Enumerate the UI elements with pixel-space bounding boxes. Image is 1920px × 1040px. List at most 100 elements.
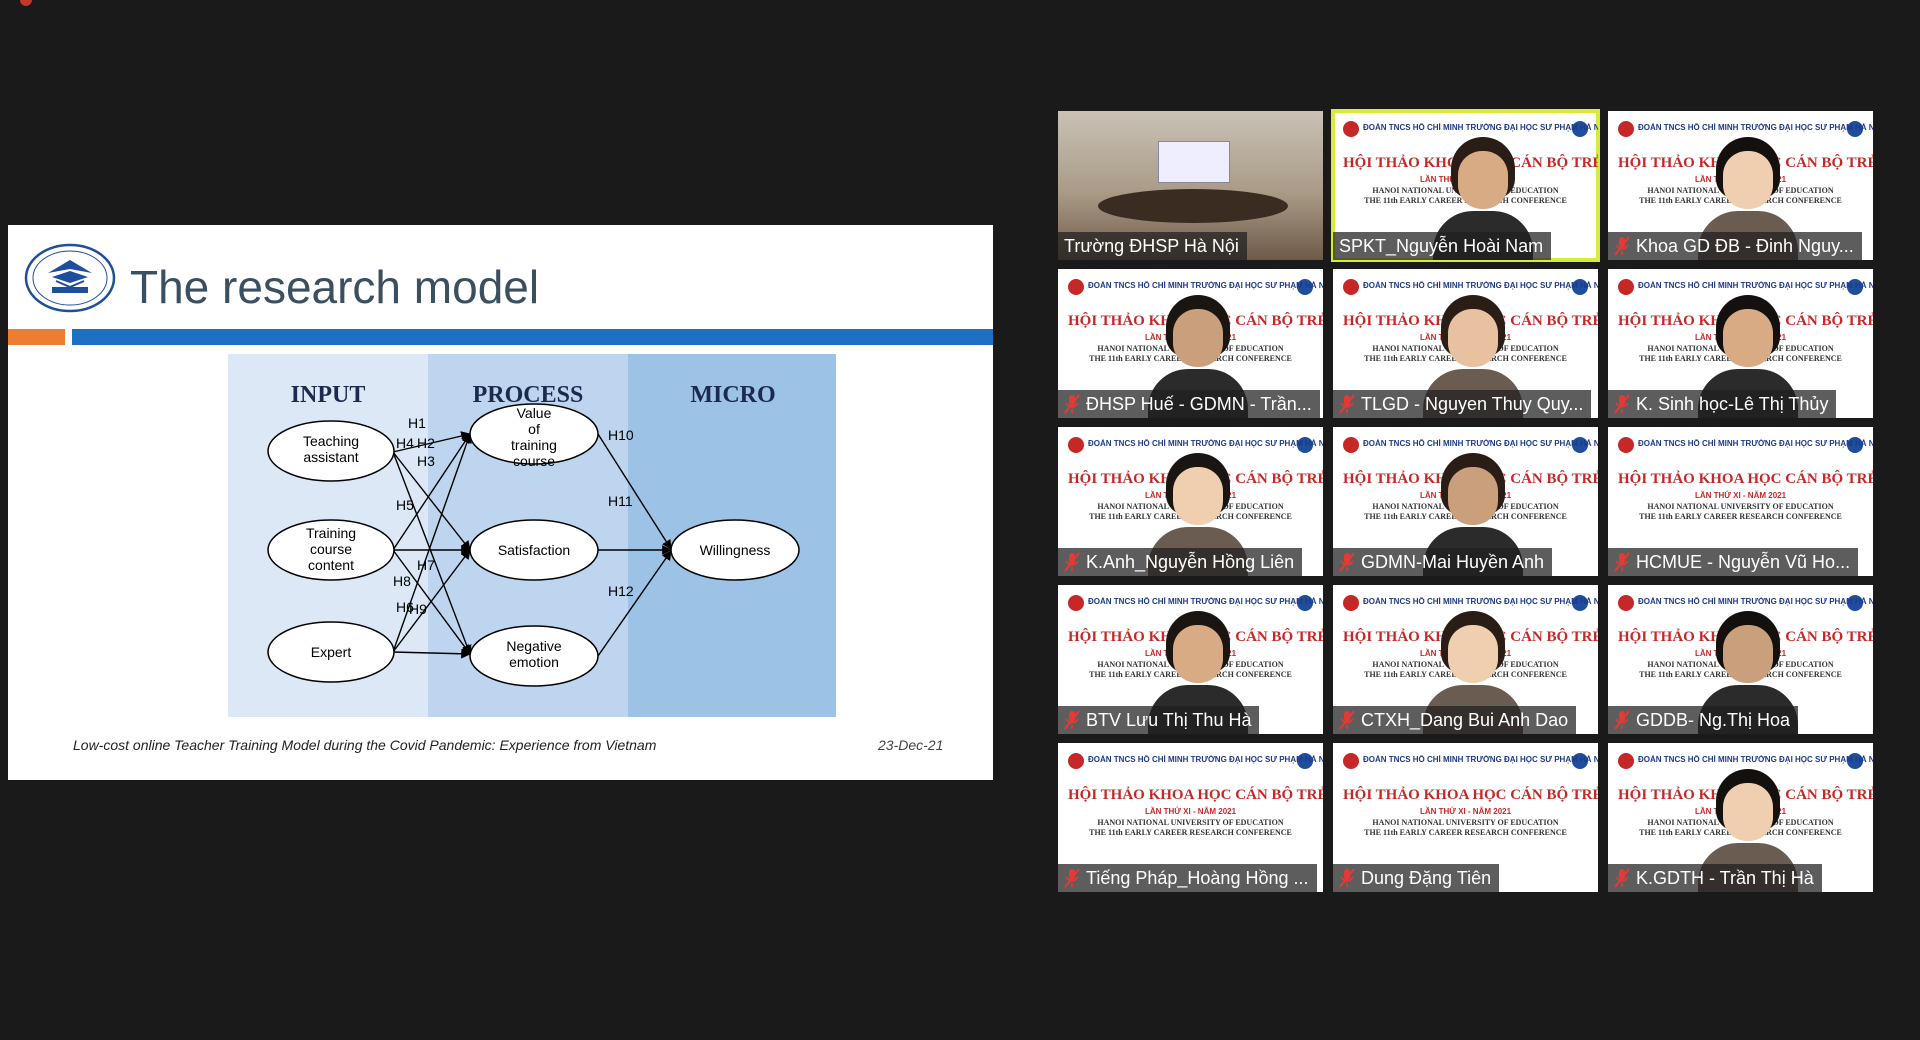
- node-satisfaction: [469, 519, 599, 581]
- participant-tile[interactable]: Trường ĐHSP Hà Nội: [1058, 111, 1323, 260]
- hypothesis-label: H12: [608, 583, 634, 599]
- conference-table: [1098, 189, 1288, 223]
- room-screen: [1158, 141, 1230, 183]
- muted-mic-icon: [1614, 236, 1630, 256]
- youth-union-logo-icon: [1343, 753, 1359, 769]
- conference-banner-background: ĐOÀN TNCS HỒ CHÍ MINH TRƯỜNG ĐẠI HỌC SƯ …: [1608, 427, 1873, 576]
- muted-mic-icon: [1064, 552, 1080, 572]
- banner-university: HANOI NATIONAL UNIVERSITY OF EDUCATION: [1372, 818, 1559, 827]
- hypothesis-label: H3: [417, 453, 435, 469]
- participant-name-label: K.Anh_Nguyễn Hồng Liên: [1058, 548, 1303, 576]
- university-logo-icon: [1572, 279, 1588, 295]
- participant-tile[interactable]: ĐOÀN TNCS HỒ CHÍ MINH TRƯỜNG ĐẠI HỌC SƯ …: [1058, 269, 1323, 418]
- top-bar: [0, 0, 1920, 6]
- youth-union-logo-icon: [1068, 437, 1084, 453]
- title-underline-bar: [72, 329, 993, 345]
- participant-name-label: HCMUE - Nguyễn Vũ Ho...: [1608, 548, 1859, 576]
- participant-tile[interactable]: ĐOÀN TNCS HỒ CHÍ MINH TRƯỜNG ĐẠI HỌC SƯ …: [1608, 743, 1873, 892]
- participant-name-label: CTXH_Dang Bui Anh Dao: [1333, 706, 1577, 734]
- muted-mic-icon: [1339, 394, 1355, 414]
- participant-name-label: SPKT_Nguyễn Hoài Nam: [1333, 232, 1552, 260]
- node-label: Willingness: [700, 542, 771, 558]
- participant-name-label: Khoa GD ĐB - Đinh Nguy...: [1608, 232, 1862, 260]
- banner-edition: LẦN THỨ XI - NĂM 2021: [1694, 491, 1787, 500]
- university-logo-icon: [1847, 121, 1863, 137]
- slide-footer-text: Low-cost online Teacher Training Model d…: [73, 737, 657, 753]
- participant-tile[interactable]: ĐOÀN TNCS HỒ CHÍ MINH TRƯỜNG ĐẠI HỌC SƯ …: [1333, 585, 1598, 734]
- university-logo-icon: [1297, 437, 1313, 453]
- muted-mic-icon: [1339, 710, 1355, 730]
- banner-edition: LẦN THỨ XI - NĂM 2021: [1419, 807, 1512, 816]
- conference-banner-background: ĐOÀN TNCS HỒ CHÍ MINH TRƯỜNG ĐẠI HỌC SƯ …: [1333, 743, 1598, 892]
- banner-event: THE 11th EARLY CAREER RESEARCH CONFERENC…: [1364, 828, 1567, 837]
- participant-tile[interactable]: ĐOÀN TNCS HỒ CHÍ MINH TRƯỜNG ĐẠI HỌC SƯ …: [1331, 109, 1600, 262]
- participant-tile[interactable]: ĐOÀN TNCS HỒ CHÍ MINH TRƯỜNG ĐẠI HỌC SƯ …: [1608, 269, 1873, 418]
- participant-name: BTV Lưu Thị Thu Hà: [1086, 710, 1252, 730]
- banner-org: ĐOÀN TNCS HỒ CHÍ MINH TRƯỜNG ĐẠI HỌC SƯ …: [1638, 439, 1873, 448]
- participant-tile[interactable]: ĐOÀN TNCS HỒ CHÍ MINH TRƯỜNG ĐẠI HỌC SƯ …: [1608, 111, 1873, 260]
- banner-org: ĐOÀN TNCS HỒ CHÍ MINH TRƯỜNG ĐẠI HỌC SƯ …: [1088, 597, 1323, 606]
- participant-name: K.Anh_Nguyễn Hồng Liên: [1086, 552, 1295, 572]
- university-logo-icon: [1297, 595, 1313, 611]
- hypothesis-label: H4: [396, 435, 414, 451]
- university-logo-icon: [1297, 753, 1313, 769]
- column-header-micro: MICRO: [690, 382, 775, 408]
- participant-tile[interactable]: ĐOÀN TNCS HỒ CHÍ MINH TRƯỜNG ĐẠI HỌC SƯ …: [1608, 427, 1873, 576]
- participant-name-label: Tiếng Pháp_Hoàng Hồng ...: [1058, 864, 1317, 892]
- youth-union-logo-icon: [1618, 595, 1634, 611]
- slide-footer-date: 23-Dec-21: [878, 737, 944, 753]
- node-negative-emotion: [469, 625, 599, 687]
- participant-name: Dung Đặng Tiên: [1361, 868, 1492, 888]
- university-logo-icon: [1847, 437, 1863, 453]
- muted-mic-icon: [1064, 394, 1080, 414]
- participant-name: GDDB- Ng.Thị Hoa: [1636, 710, 1791, 730]
- participant-tile[interactable]: ĐOÀN TNCS HỒ CHÍ MINH TRƯỜNG ĐẠI HỌC SƯ …: [1333, 427, 1598, 576]
- banner-event: THE 11th EARLY CAREER RESEARCH CONFERENC…: [1089, 828, 1292, 837]
- participant-name: GDMN-Mai Huyền Anh: [1361, 552, 1545, 572]
- participant-name: SPKT_Nguyễn Hoài Nam: [1339, 236, 1544, 256]
- column-header-input: INPUT: [291, 382, 366, 408]
- participant-name: HCMUE - Nguyễn Vũ Ho...: [1636, 552, 1851, 572]
- hypothesis-label: H9: [409, 601, 427, 617]
- banner-org: ĐOÀN TNCS HỒ CHÍ MINH TRƯỜNG ĐẠI HỌC SƯ …: [1638, 281, 1873, 290]
- hypothesis-labels: H1 H4 H2 H3 H5 H7 H8 H6 H9 H10 H11 H12: [393, 415, 634, 617]
- node-label: Satisfaction: [498, 542, 570, 558]
- participant-name-label: Dung Đặng Tiên: [1333, 864, 1500, 892]
- participant-tile[interactable]: ĐOÀN TNCS HỒ CHÍ MINH TRƯỜNG ĐẠI HỌC SƯ …: [1333, 269, 1598, 418]
- university-logo-icon: [1572, 753, 1588, 769]
- banner-conference-title: HỘI THẢO KHOA HỌC CÁN BỘ TRẺ: [1068, 787, 1323, 803]
- muted-mic-icon: [1339, 868, 1355, 888]
- youth-union-logo-icon: [1343, 121, 1359, 137]
- node-label: Expert: [311, 644, 352, 660]
- participant-tile[interactable]: ĐOÀN TNCS HỒ CHÍ MINH TRƯỜNG ĐẠI HỌC SƯ …: [1608, 585, 1873, 734]
- university-logo-icon: [1847, 753, 1863, 769]
- banner-edition: LẦN THỨ XI - NĂM 2021: [1144, 807, 1237, 816]
- university-logo-icon: [1297, 279, 1313, 295]
- participant-tile[interactable]: ĐOÀN TNCS HỒ CHÍ MINH TRƯỜNG ĐẠI HỌC SƯ …: [1058, 427, 1323, 576]
- conference-banner-background: ĐOÀN TNCS HỒ CHÍ MINH TRƯỜNG ĐẠI HỌC SƯ …: [1058, 743, 1323, 892]
- model-arrows: [392, 431, 672, 659]
- participant-tile[interactable]: ĐOÀN TNCS HỒ CHÍ MINH TRƯỜNG ĐẠI HỌC SƯ …: [1333, 743, 1598, 892]
- banner-org: ĐOÀN TNCS HỒ CHÍ MINH TRƯỜNG ĐẠI HỌC SƯ …: [1363, 281, 1598, 290]
- university-logo-icon: [1572, 437, 1588, 453]
- youth-union-logo-icon: [1343, 279, 1359, 295]
- banner-university: HANOI NATIONAL UNIVERSITY OF EDUCATION: [1647, 502, 1834, 511]
- youth-union-logo-icon: [1068, 753, 1084, 769]
- banner-event: THE 11th EARLY CAREER RESEARCH CONFERENC…: [1639, 512, 1842, 521]
- participant-name-label: ĐHSP Huế - GDMN - Trần...: [1058, 390, 1320, 418]
- banner-org: ĐOÀN TNCS HỒ CHÍ MINH TRƯỜNG ĐẠI HỌC SƯ …: [1638, 123, 1873, 132]
- participant-tile[interactable]: ĐOÀN TNCS HỒ CHÍ MINH TRƯỜNG ĐẠI HỌC SƯ …: [1058, 585, 1323, 734]
- banner-org: ĐOÀN TNCS HỒ CHÍ MINH TRƯỜNG ĐẠI HỌC SƯ …: [1363, 755, 1598, 764]
- hypothesis-label: H10: [608, 427, 634, 443]
- youth-union-logo-icon: [1618, 279, 1634, 295]
- banner-conference-title: HỘI THẢO KHOA HỌC CÁN BỘ TRẺ: [1618, 471, 1873, 487]
- banner-org: ĐOÀN TNCS HỒ CHÍ MINH TRƯỜNG ĐẠI HỌC SƯ …: [1363, 123, 1598, 132]
- hypothesis-label: H5: [396, 497, 414, 513]
- participant-tile[interactable]: ĐOÀN TNCS HỒ CHÍ MINH TRƯỜNG ĐẠI HỌC SƯ …: [1058, 743, 1323, 892]
- node-willingness: [670, 519, 800, 581]
- hypothesis-label: H6: [396, 599, 414, 615]
- banner-org: ĐOÀN TNCS HỒ CHÍ MINH TRƯỜNG ĐẠI HỌC SƯ …: [1363, 439, 1598, 448]
